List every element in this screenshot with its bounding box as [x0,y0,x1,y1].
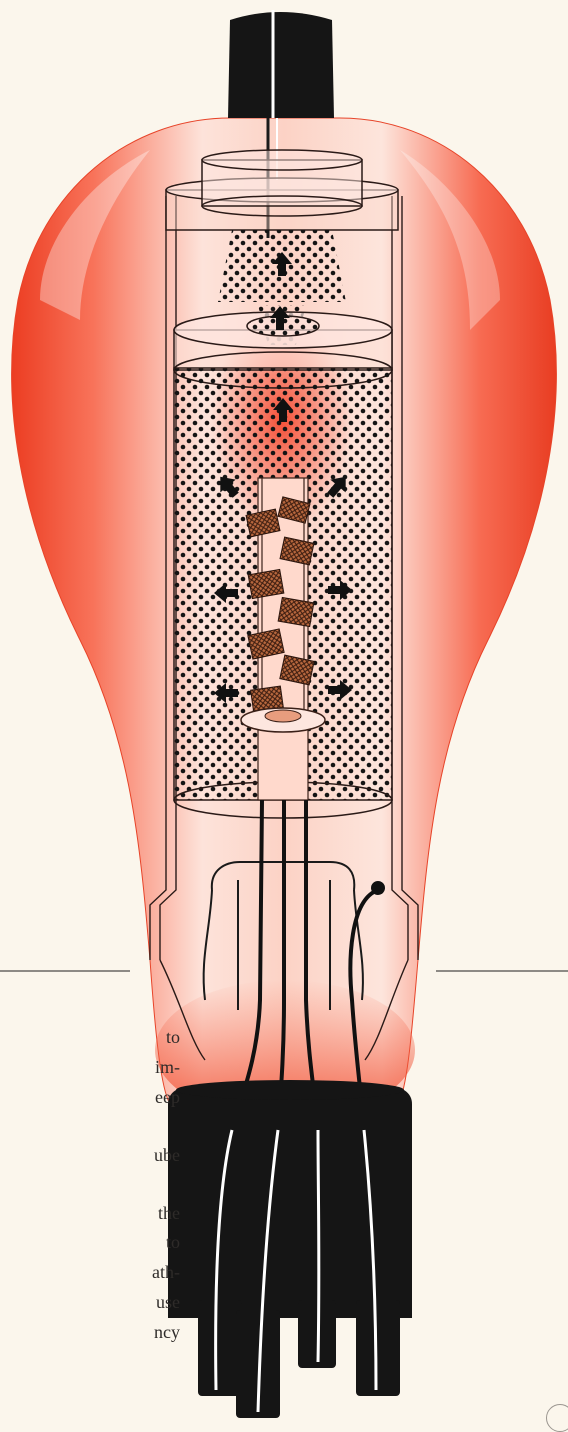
text-fragment: eep [0,1082,180,1112]
base-pins [198,1300,400,1418]
text-fragment: to [0,1022,180,1052]
horizontal-rule-right [436,970,568,972]
text-fragment: im- [0,1052,180,1082]
horizontal-rule-left [0,970,130,972]
text-fragment: ath- [0,1257,180,1287]
text-fragment: to [0,1227,180,1257]
text-fragment: ube [0,1140,180,1170]
text-fragment: ncy [0,1317,180,1347]
text-fragment: the [0,1198,180,1228]
text-fragment: use [0,1287,180,1317]
